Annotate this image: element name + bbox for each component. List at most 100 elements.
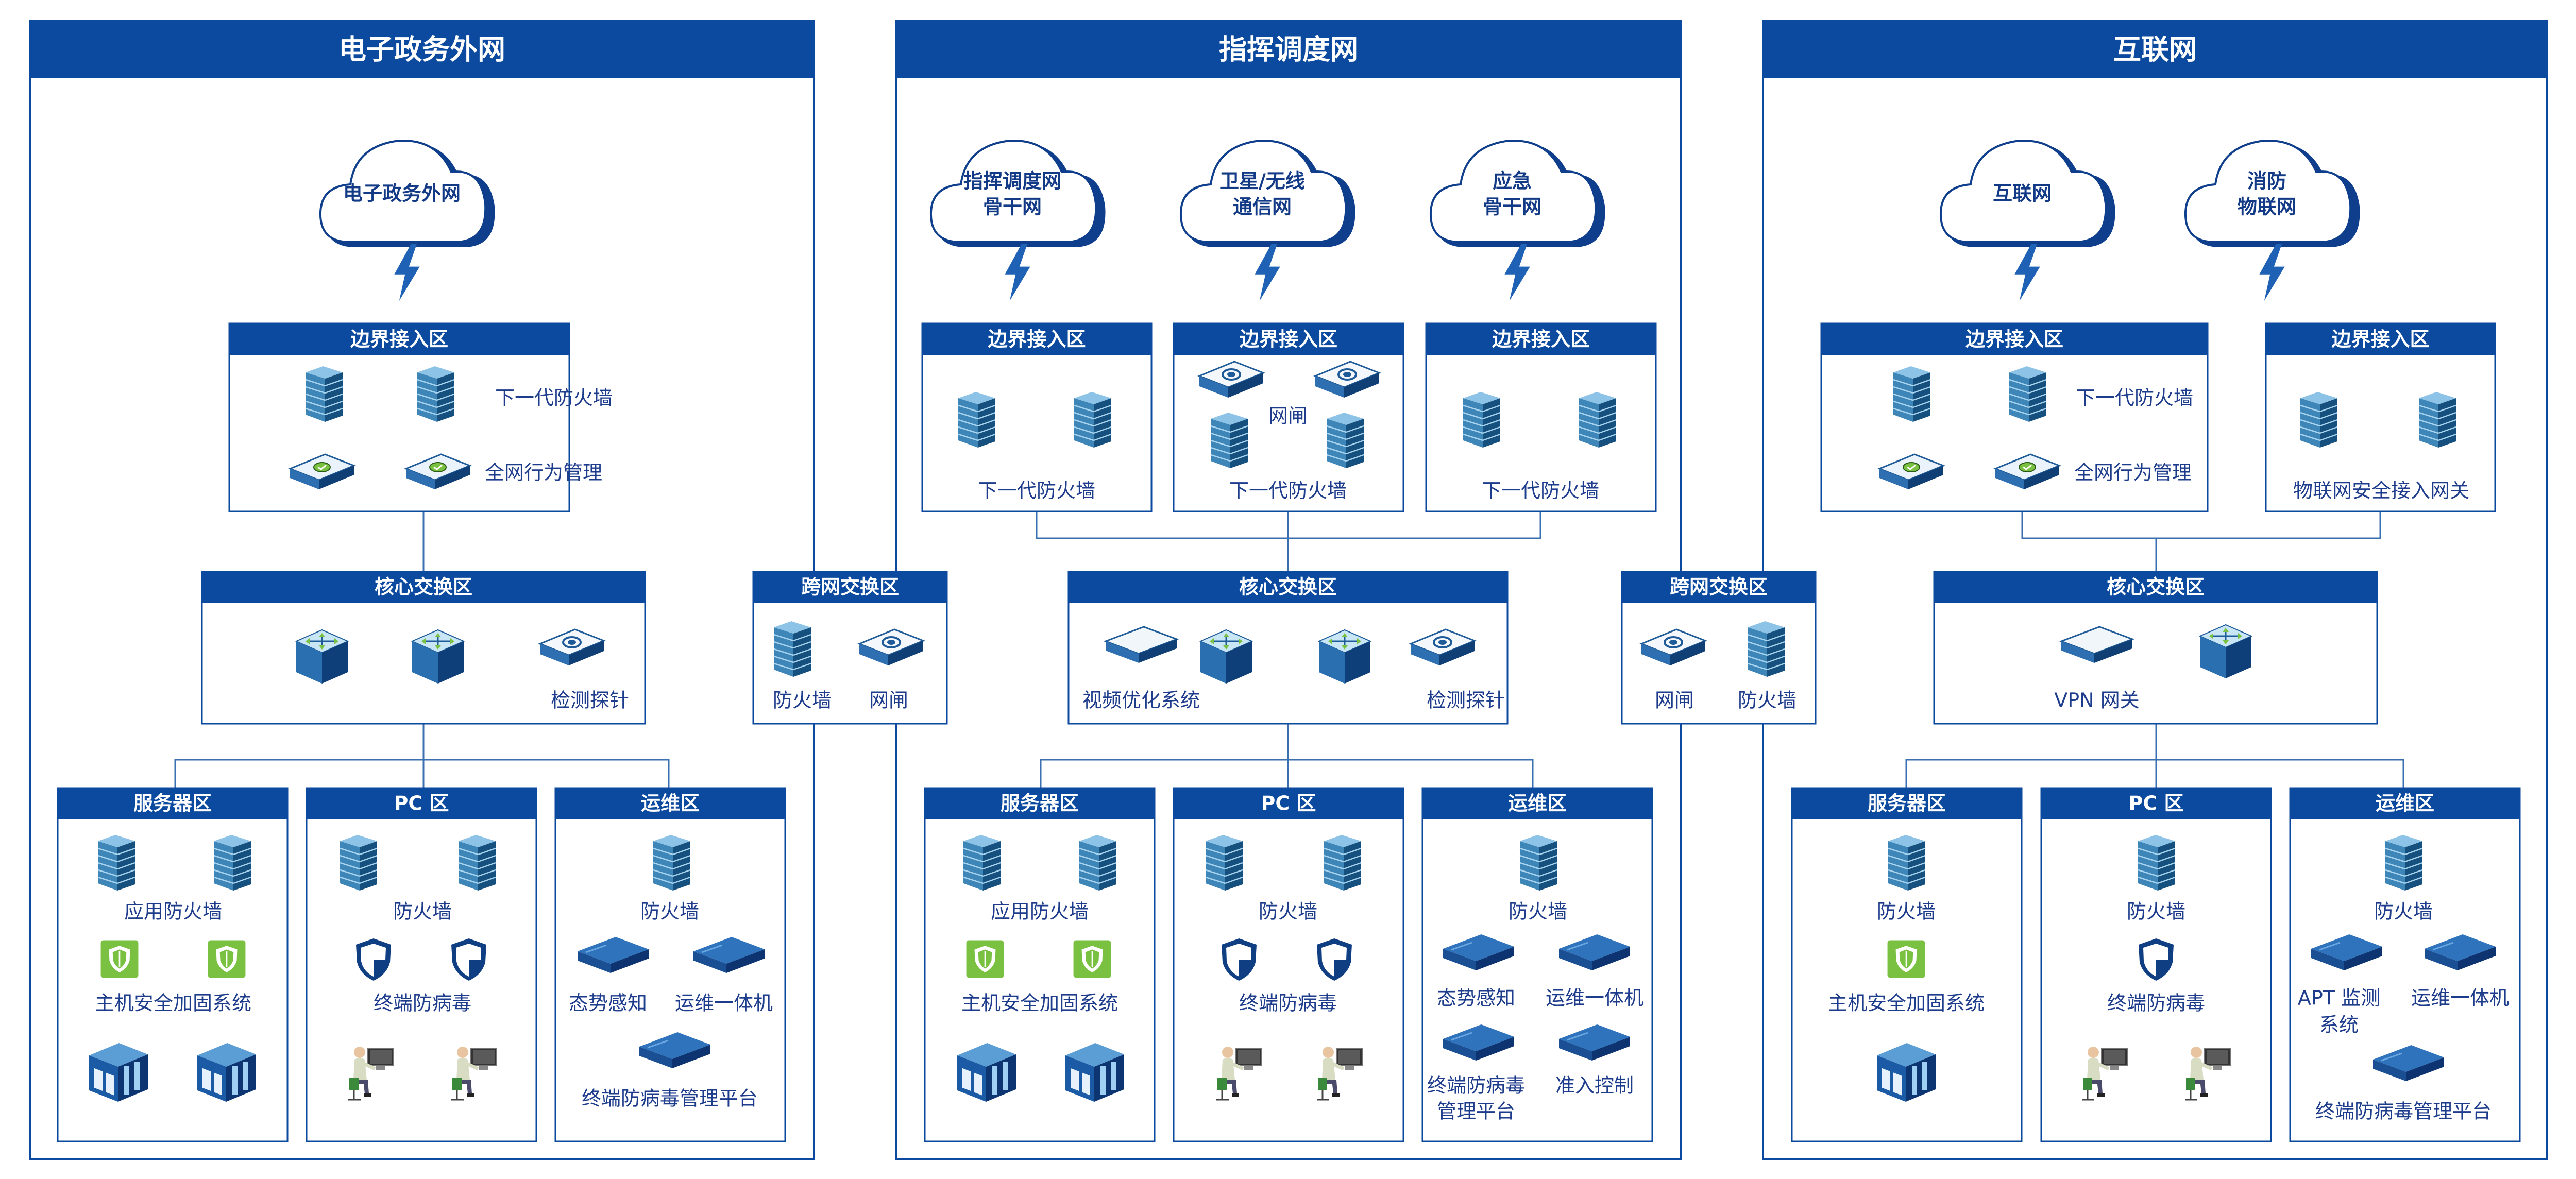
pc-zone-header: [2041, 788, 2271, 819]
label-apt: 系统: [2319, 1014, 2359, 1036]
core-zone-title: 核心交换区: [2107, 576, 2205, 599]
label-firewall: 防火墙: [2127, 900, 2185, 923]
core-zone-header: [1934, 572, 2377, 603]
label-firewall: 防火墙: [640, 900, 699, 923]
label-behavior-mgmt: 全网行为管理: [2074, 462, 2192, 484]
core-switch-icon: [295, 629, 349, 685]
label-gatekeeper: 网闸: [1268, 405, 1308, 428]
lightning-icon: [2014, 244, 2040, 301]
firewall-icon: [2008, 365, 2047, 423]
pc-zone-header: [307, 788, 536, 819]
ops-zone-header: [555, 788, 785, 819]
boundary-zone-title: 边界接入区: [1240, 328, 1337, 351]
cloud-icon: [1179, 140, 1355, 247]
text-labels: 电子政务外网指挥调度网互联网电子政务外网指挥调度网骨干网卫星/无线通信网应急骨干…: [95, 33, 2509, 1123]
label-firewall: 防火墙: [1259, 900, 1317, 923]
cloud-label: 骨干网: [1483, 196, 1541, 218]
pc-zone-title: PC 区: [394, 792, 449, 815]
label-host-hardening: 主机安全加固系统: [95, 992, 251, 1015]
boundary-zone-header: [1174, 323, 1403, 355]
section-header: [896, 21, 1681, 78]
server-zone-title: 服务器区: [1001, 792, 1079, 815]
firewall-icon: [97, 834, 136, 892]
cloud-label: 指挥调度网: [963, 170, 1061, 193]
core-zone-title: 核心交换区: [1239, 576, 1337, 599]
boundary-zone-header: [922, 323, 1151, 355]
host-shield-icon: [1887, 939, 1926, 979]
cloud-label: 物联网: [2238, 196, 2296, 218]
section-title: 指挥调度网: [1219, 33, 1358, 66]
server-rack-icon: [197, 1043, 256, 1102]
cross-zone-title: 跨网交换区: [801, 576, 899, 599]
label-ops-machine: 运维一体机: [1546, 987, 1643, 1010]
label-ngfw: 下一代防火墙: [1229, 480, 1347, 502]
section-header: [30, 21, 814, 78]
boundary-zone-title: 边界接入区: [1965, 328, 2063, 351]
label-host-hardening: 主机安全加固系统: [961, 992, 1118, 1015]
ops-zone-title: 运维区: [2376, 792, 2434, 815]
label-ngfw: 下一代防火墙: [1482, 480, 1599, 502]
firewall-icon: [957, 391, 996, 449]
firewall-icon: [652, 834, 691, 892]
label-av-mgmt-platform: 终端防病毒管理平台: [582, 1087, 758, 1110]
label-app-firewall: 应用防火墙: [124, 900, 222, 923]
cloud-label: 互联网: [1993, 182, 2052, 205]
host-shield-icon: [207, 939, 246, 979]
section-header: [1763, 21, 2547, 78]
label-av-mgmt-platform: 管理平台: [1437, 1100, 1515, 1123]
cloud-icon: [2184, 140, 2360, 247]
label-endpoint-av: 终端防病毒: [2107, 992, 2205, 1015]
server-zone-header: [925, 788, 1155, 819]
ops-zone-header: [1422, 788, 1652, 819]
firewall-icon: [1578, 391, 1617, 449]
core-zone-title: 核心交换区: [375, 576, 472, 599]
label-probe: 检测探针: [1427, 689, 1505, 712]
device-icons: [89, 140, 2497, 1102]
cloud-icon: [1429, 140, 1605, 247]
firewall-icon: [457, 834, 497, 892]
firewall-icon: [1747, 620, 1786, 678]
ops-zone-header: [2290, 788, 2520, 819]
label-endpoint-av: 终端防病毒: [1239, 992, 1337, 1015]
server-rack-icon: [89, 1043, 148, 1102]
server-rack-icon: [957, 1043, 1016, 1102]
boundary-zone-title: 边界接入区: [1492, 328, 1590, 351]
firewall-icon: [1210, 412, 1249, 469]
connector-line: [1905, 759, 2404, 788]
boundary-zone-header: [2266, 323, 2495, 355]
label-apt: APT 监测: [2298, 987, 2380, 1010]
label-ops-machine: 运维一体机: [2411, 987, 2509, 1010]
firewall-icon: [304, 365, 344, 423]
label-situation-awareness: 态势感知: [1437, 987, 1515, 1010]
section-title: 互联网: [2113, 33, 2197, 66]
lightning-icon: [1005, 244, 1030, 301]
boundary-zone-title: 边界接入区: [988, 328, 1086, 351]
firewall-icon: [1519, 834, 1558, 892]
cloud-icon: [319, 140, 495, 247]
cloud-icon: [1939, 140, 2115, 247]
server-zone-title: 服务器区: [133, 792, 212, 815]
firewall-icon: [2384, 834, 2424, 892]
cloud-icon: [929, 140, 1106, 247]
host-shield-icon: [1073, 939, 1112, 979]
core-zone-header: [1069, 572, 1507, 603]
firewall-icon: [339, 834, 378, 892]
label-firewall: 防火墙: [1738, 689, 1797, 712]
pc-zone-header: [1174, 788, 1403, 819]
label-firewall: 防火墙: [773, 689, 832, 712]
lightning-icon: [1255, 244, 1280, 301]
label-ops-machine: 运维一体机: [675, 992, 773, 1015]
connector-line: [1040, 759, 1534, 788]
server-rack-icon: [1065, 1043, 1124, 1102]
section-title: 电子政务外网: [338, 33, 505, 66]
firewall-icon: [1892, 365, 1931, 423]
label-ngfw: 下一代防火墙: [2076, 387, 2193, 409]
cloud-label: 骨干网: [983, 196, 1042, 218]
firewall-icon: [2137, 834, 2176, 892]
label-firewall: 防火墙: [1509, 900, 1567, 923]
firewall-icon: [1073, 391, 1112, 449]
ops-zone-title: 运维区: [1508, 792, 1567, 815]
server-zone-title: 服务器区: [1868, 792, 1946, 815]
label-av-mgmt-platform: 终端防病毒: [1427, 1074, 1525, 1097]
